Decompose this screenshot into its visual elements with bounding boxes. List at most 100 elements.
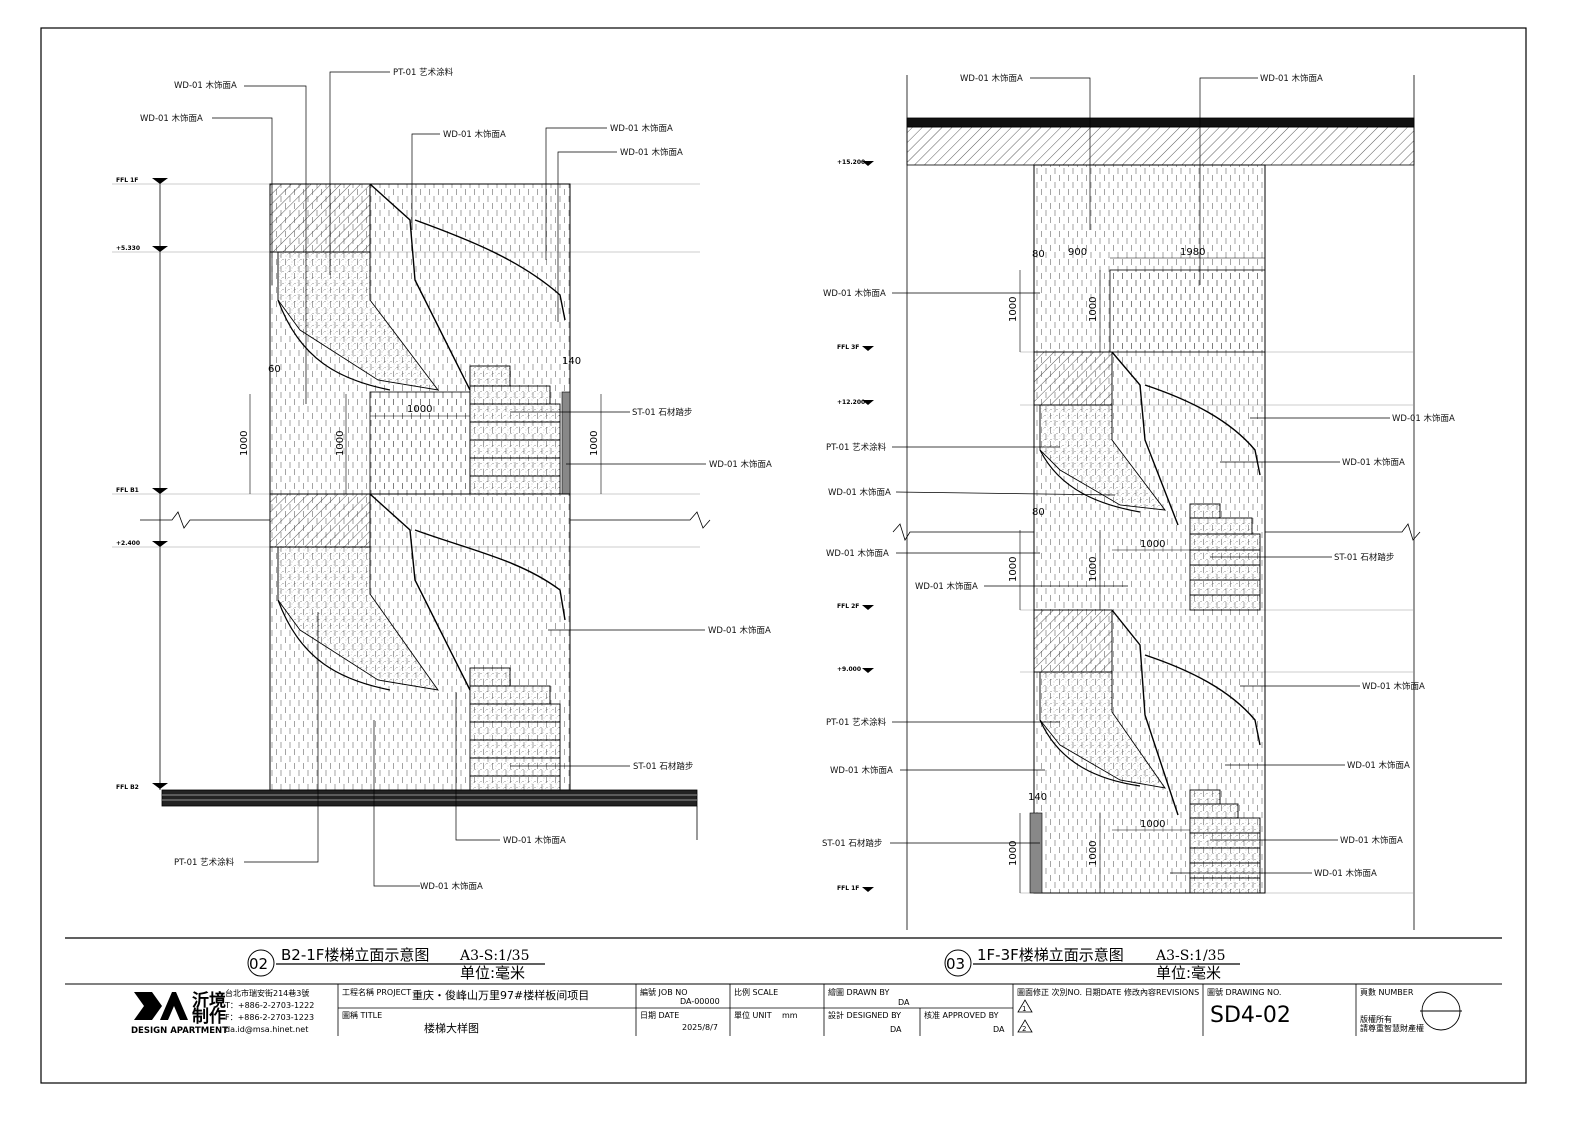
date-label: 日期 DATE [640,1011,679,1020]
drawing-scale: A3-S:1/35 [459,948,530,964]
logo-text: 制作 [192,1006,226,1027]
dim-1000: 1000 [589,431,600,456]
level-label: +5.330 [116,245,140,252]
annotation: WD-01 木饰面A [503,835,566,846]
dim: 900 [1068,247,1087,258]
annotation: WD-01 木饰面A [1362,681,1425,692]
drawing-unit: 单位:毫米 [1156,964,1221,982]
company-fax: F：+886-2-2703-1223 [225,1013,314,1022]
title-value: 楼梯大样图 [424,1021,479,1035]
level-label: FFL B2 [116,784,139,791]
drawing-no-label: 圖號 DRAWING NO. [1207,987,1281,997]
dim: 1000 [1008,841,1019,866]
drawing-title: 1F-3F楼梯立面示意图 [977,946,1124,964]
company-phone: T：+886-2-2703-1222 [224,1001,314,1010]
copyright: 請尊重智慧財產權 [1360,1023,1424,1033]
stone-steps-lower [469,667,561,791]
drawing-no-value: SD4-02 [1210,1003,1291,1028]
stone-steps-2f [1189,503,1261,611]
dim-140: 140 [562,356,581,367]
job-value: DA-00000 [680,997,720,1006]
annotation: WD-01 木饰面A [620,147,683,158]
annotation: WD-01 木饰面A [1342,457,1405,468]
annotation: WD-01 木饰面A [174,80,237,91]
annotation: WD-01 木饰面A [915,581,978,592]
revision-number: 2 [1022,1025,1026,1033]
annotation: ST-01 石材踏步 [632,407,692,418]
annotation: WD-01 木饰面A [709,459,772,470]
annotation: WD-01 木饰面A [1347,760,1410,771]
annotation: WD-01 木饰面A [960,73,1023,84]
title-number: 02 [249,955,268,973]
annotation: PT-01 艺术涂料 [826,442,887,453]
company-email: da.id@msa.hinet.net [225,1025,308,1034]
revision-triangle-icon [1017,1019,1033,1033]
dim: 1000 [1140,539,1165,550]
level-label: FFL B1 [116,487,139,494]
designed-label: 設計 DESIGNED BY [828,1010,901,1020]
level-label: FFL 3F [837,344,859,351]
annotation: PT-01 艺术涂料 [826,717,887,728]
annotation: WD-01 木饰面A [1392,413,1455,424]
designed-value: DA [890,1025,902,1034]
annotation: WD-01 木饰面A [420,881,483,892]
dim: 80 [1032,249,1045,260]
annotation: WD-01 木饰面A [1260,73,1323,84]
drawing-scale: A3-S:1/35 [1155,948,1226,964]
annotation: WD-01 木饰面A [828,487,891,498]
dim: 80 [1032,507,1045,518]
dim: 140 [1028,792,1047,803]
revision-triangle-icon [1017,999,1033,1013]
sheet-border [40,27,1527,1084]
level-label: +2.400 [116,540,140,547]
annotation: ST-01 石材踏步 [822,838,882,849]
job-label: 編號 JOB NO [640,987,688,997]
date-value: 2025/8/7 [682,1023,718,1032]
logo-text: DESIGN APARTMENT [131,1026,228,1036]
title-block: 沂境 制作 DESIGN APARTMENT 台北市瑞安街214巷3號 T：+8… [65,983,1502,1036]
company-address: 台北市瑞安街214巷3號 [225,988,309,998]
annotation: WD-01 木饰面A [830,765,893,776]
drawn-label: 繪圖 DRAWN BY [828,987,889,997]
revision-label: 圖面修正 次別NO. 日期DATE 修改內容REVISIONS [1017,987,1199,997]
level-label: FFL 1F [116,177,138,184]
annotation: WD-01 木饰面A [443,129,506,140]
annotation: WD-01 木饰面A [708,625,771,636]
dim: 1000 [1088,557,1099,582]
company-logo: 沂境 制作 DESIGN APARTMENT [131,990,228,1036]
title-label: 圖稱 TITLE [342,1010,382,1020]
dim-1000: 1000 [239,431,250,456]
scale-label: 比例 SCALE [734,987,778,997]
elevation-b2-1f: FFL 1F +5.330 FFL B1 +2.400 FFL B2 [112,67,772,892]
dim: 1000 [1088,297,1099,322]
level-label: FFL 1F [837,885,859,892]
project-value: 重庆・俊峰山万里97#楼样板间项目 [412,988,589,1002]
level-label: +9.000 [837,666,861,673]
approved-label: 核准 APPROVED BY [924,1010,999,1020]
project-label: 工程名稱 PROJECT [342,987,411,997]
dim-60: 60 [268,364,281,375]
annotation: WD-01 木饰面A [1340,835,1403,846]
dim: 1000 [1008,557,1019,582]
stone-steps-upper [469,365,561,495]
dim-1000: 1000 [407,404,432,415]
page-label: 頁數 NUMBER [1360,987,1414,997]
dim: 1000 [1088,841,1099,866]
annotation: WD-01 木饰面A [1314,868,1377,879]
unit-label: 單位 UNIT [734,1010,772,1020]
dim: 1000 [1140,819,1165,830]
elevation-1f-3f: +15.200 FFL 3F +12.200 FFL 2F +9.000 FFL… [822,73,1455,930]
annotation: WD-01 木饰面A [610,123,673,134]
annotation: PT-01 艺术涂料 [174,857,235,868]
annotation: WD-01 木饰面A [140,113,203,124]
drawing-unit: 单位:毫米 [460,964,525,982]
annotation: PT-01 艺术涂料 [393,67,454,78]
dim: 1980 [1180,247,1205,258]
level-label: +15.200 [837,159,865,166]
unit-value: mm [782,1011,798,1020]
title-number: 03 [946,955,965,973]
stone-steps-1f [1189,789,1261,894]
annotation: WD-01 木饰面A [823,288,886,299]
title-right: 03 1F-3F楼梯立面示意图 A3-S:1/35 单位:毫米 [944,946,1240,982]
dim-1000: 1000 [335,431,346,456]
